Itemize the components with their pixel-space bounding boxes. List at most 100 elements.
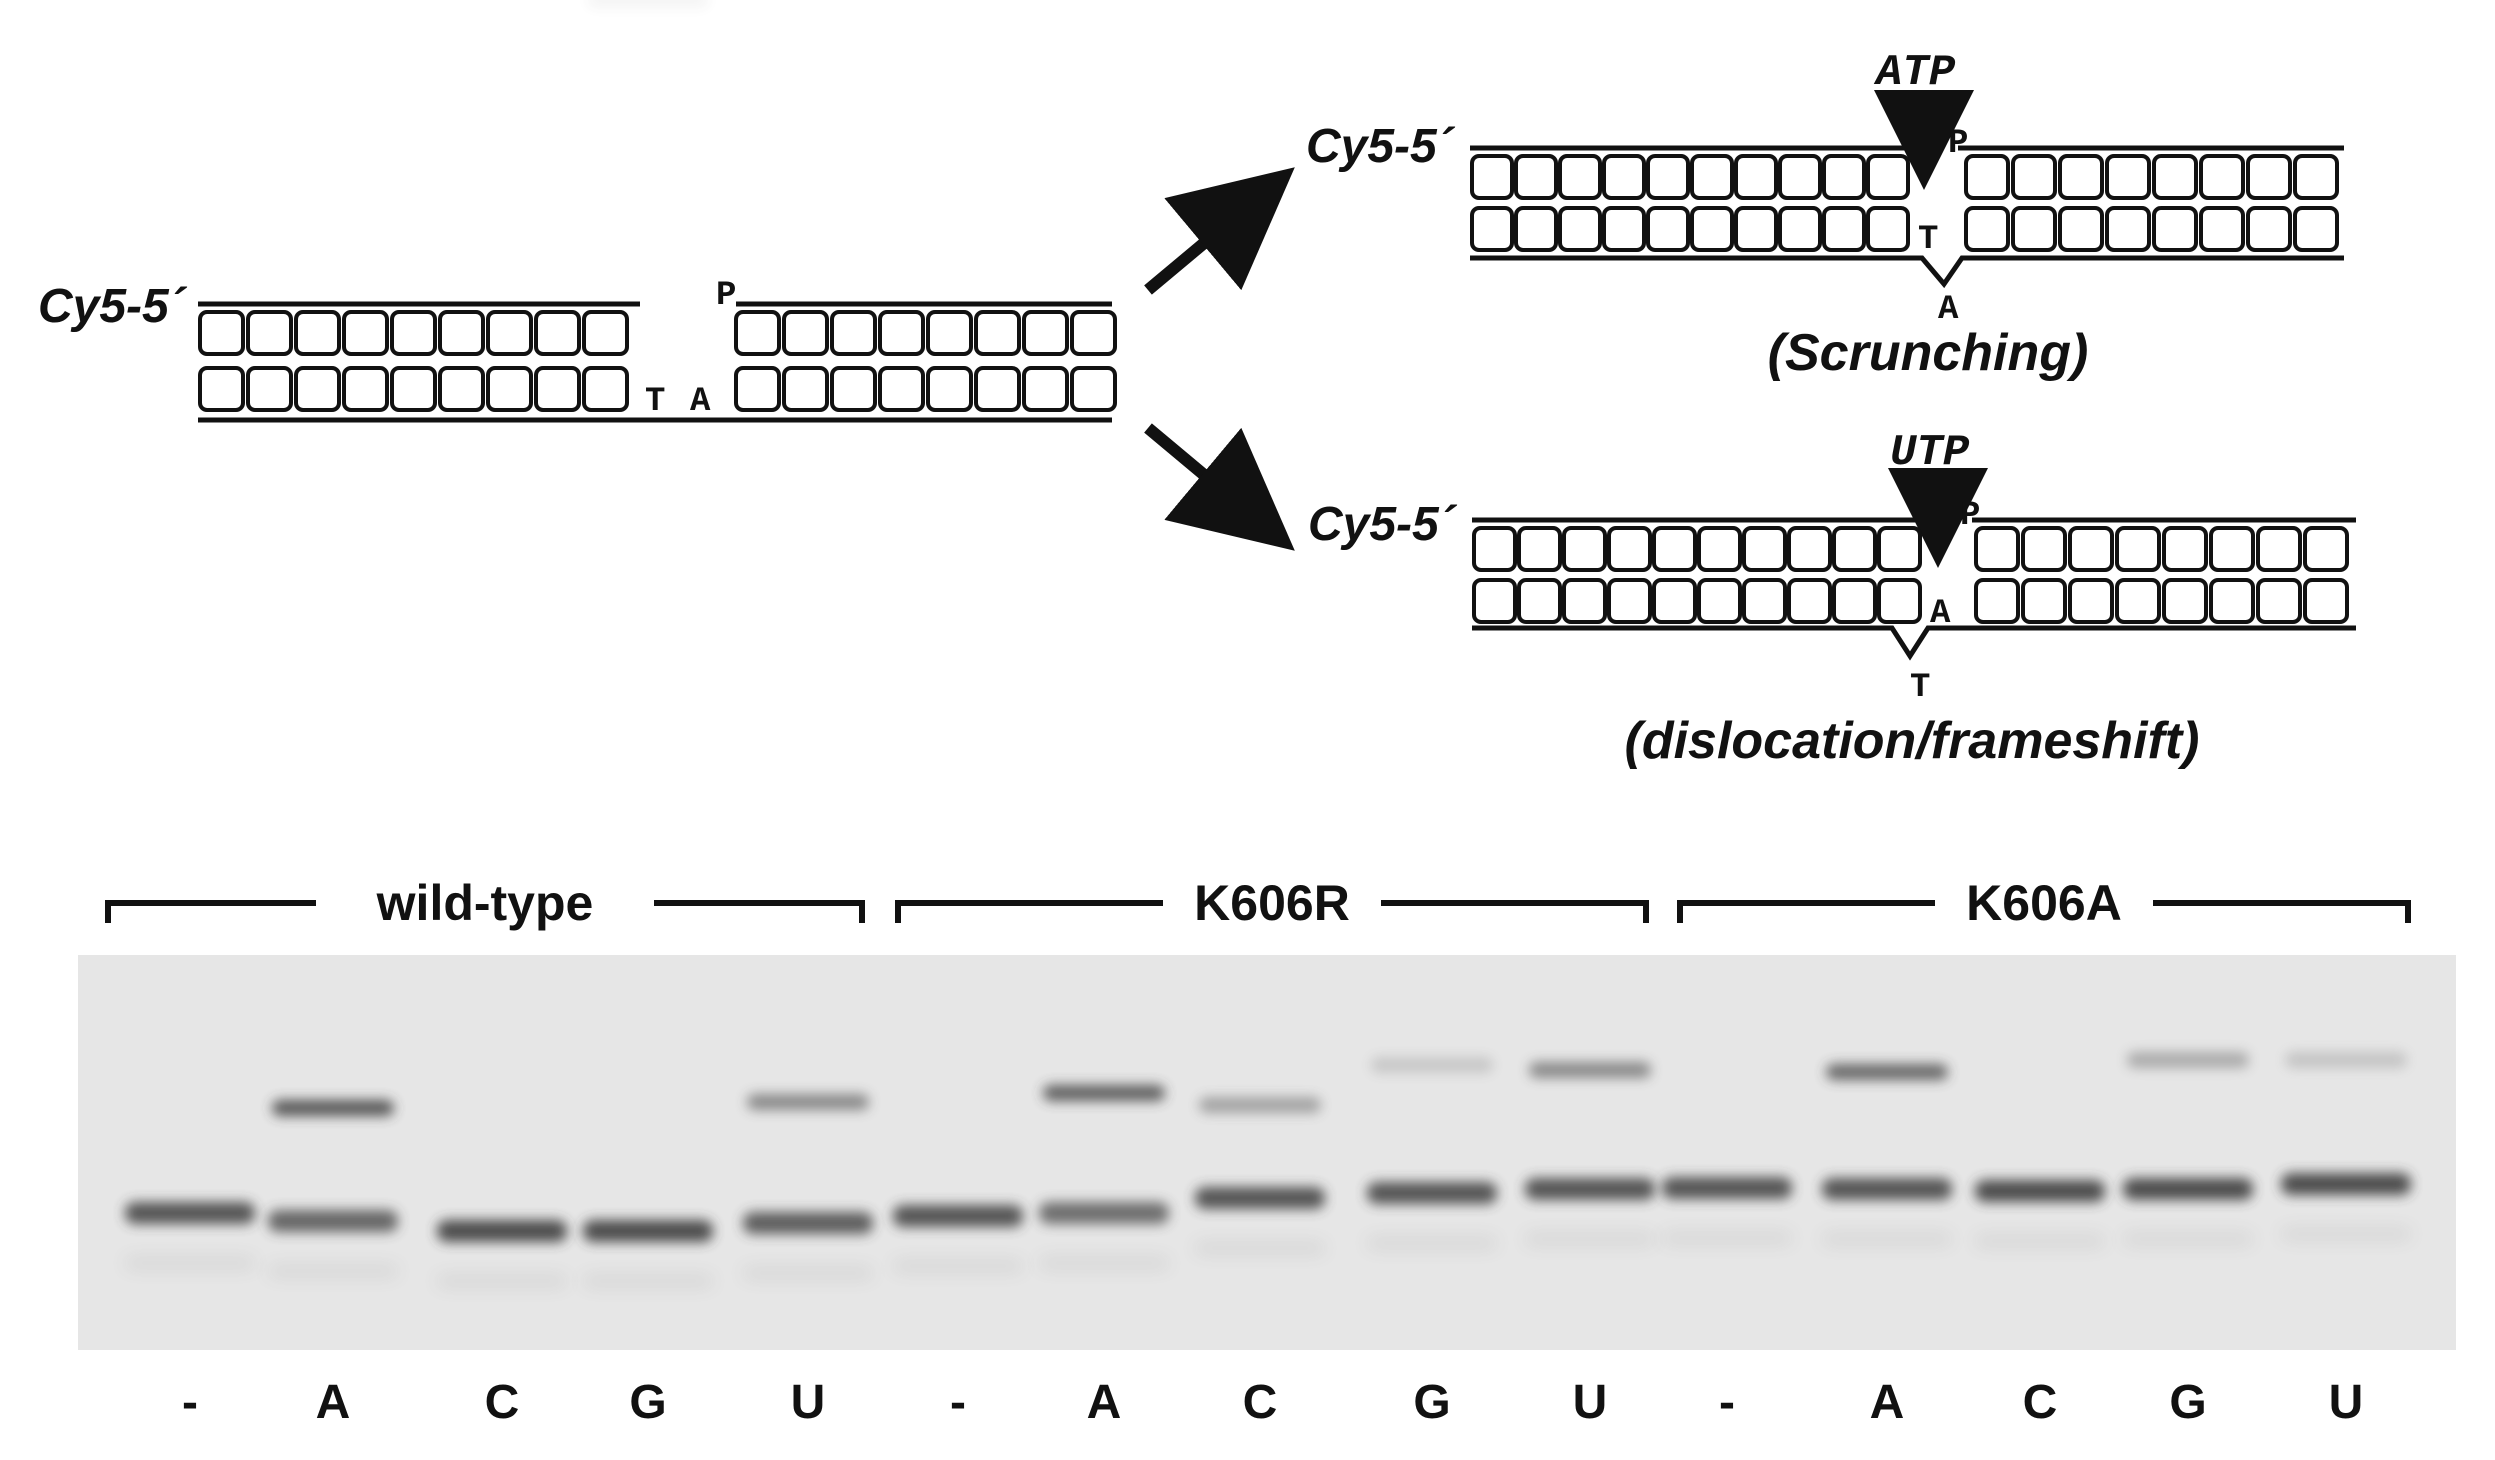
lane-label: C (2023, 1376, 2058, 1429)
base-pair-box (1472, 578, 1517, 624)
base-pair-box (486, 366, 533, 412)
band-upper (587, 0, 709, 8)
base-pair-box (1974, 578, 2020, 624)
base-pair-box (1652, 578, 1697, 624)
base-pair-box (2162, 578, 2208, 624)
base-pair-box (1974, 526, 2020, 572)
base-pair-box (1562, 526, 1607, 572)
base-pair-box (2115, 578, 2161, 624)
base-pair-box (1778, 154, 1822, 200)
band-main (743, 1212, 873, 1234)
base-pair-box (1832, 526, 1877, 572)
substrate-phosphate-label: P (716, 277, 736, 315)
base-pair-box (438, 310, 485, 356)
band-main (125, 1202, 255, 1224)
base-pair-box (2152, 154, 2198, 200)
substrate-duplex: Cy5-5´ P T A (38, 277, 1117, 423)
scrunching-downstream-template-boxes (1964, 206, 2339, 252)
dislocation-downstream-template-boxes (1974, 578, 2349, 624)
base-pair-box (974, 366, 1021, 412)
dislocation-duplex: Cy5-5´ UTP P A T (dislocation/frameshift… (1308, 428, 2356, 770)
base-pair-box (1022, 310, 1069, 356)
band-lower-faint (893, 1261, 1023, 1271)
band-main (1662, 1177, 1792, 1199)
dislocation-phosphate-label: P (1960, 497, 1980, 535)
base-pair-box (582, 310, 629, 356)
band-lower-faint (125, 1258, 255, 1268)
base-pair-box (2246, 154, 2292, 200)
arrow-to-dislocation (1144, 423, 1295, 551)
band-lower-faint (1367, 1238, 1497, 1248)
band-main (2281, 1173, 2411, 1195)
band-upper (2285, 1052, 2407, 1068)
base-pair-box (2303, 578, 2349, 624)
substrate-template-boxes (198, 366, 629, 412)
base-pair-box (1602, 206, 1646, 252)
arrow-to-scrunching (1144, 167, 1295, 295)
base-pair-box (2209, 578, 2255, 624)
base-pair-box (1742, 526, 1787, 572)
base-pair-box (2021, 526, 2067, 572)
bracket-right (2153, 900, 2411, 923)
base-pair-box (2068, 578, 2114, 624)
band-lower-faint (1662, 1233, 1792, 1243)
lane-label: - (182, 1376, 198, 1429)
base-pair-box (1734, 206, 1778, 252)
base-pair-box (2011, 206, 2057, 252)
dislocation-caption: (dislocation/frameshift) (1625, 712, 2200, 770)
substrate-template-nt: T (645, 383, 665, 421)
band-main (1975, 1180, 2105, 1202)
base-pair-box (1787, 526, 1832, 572)
base-pair-box (582, 366, 629, 412)
base-pair-box (246, 310, 293, 356)
base-pair-box (1778, 206, 1822, 252)
base-pair-box (486, 310, 533, 356)
base-pair-box (1517, 578, 1562, 624)
base-pair-box (2058, 154, 2104, 200)
bracket-left (895, 900, 1163, 923)
bracket-right (1381, 900, 1649, 923)
band-upper (1199, 1097, 1321, 1113)
band-upper (1826, 1064, 1948, 1080)
base-pair-box (734, 310, 781, 356)
band-lower-faint (1039, 1258, 1169, 1268)
band-main (1039, 1202, 1169, 1224)
base-pair-box (1470, 154, 1514, 200)
scrunching-downstream-boxes (1964, 154, 2339, 200)
base-pair-box (1070, 366, 1117, 412)
base-pair-box (1832, 578, 1877, 624)
base-pair-box (2256, 526, 2302, 572)
dislocation-upstream-boxes (1472, 526, 1922, 572)
band-upper (2127, 1052, 2249, 1068)
lane-label: U (791, 1376, 826, 1429)
base-pair-box (2209, 526, 2255, 572)
lane-label: G (629, 1376, 666, 1429)
base-pair-box (830, 310, 877, 356)
base-pair-box (534, 366, 581, 412)
base-pair-box (974, 310, 1021, 356)
base-pair-box (1646, 206, 1690, 252)
band-upper (747, 1094, 869, 1110)
base-pair-box (1866, 154, 1910, 200)
base-pair-box (2068, 526, 2114, 572)
base-pair-box (1472, 526, 1517, 572)
lane-label: C (1243, 1376, 1278, 1429)
band-lower-faint (437, 1276, 567, 1286)
base-pair-box (1964, 154, 2010, 200)
band-upper (272, 1100, 394, 1116)
base-pair-box (1964, 206, 2010, 252)
base-pair-box (2011, 154, 2057, 200)
base-pair-box (1607, 578, 1652, 624)
base-pair-box (2152, 206, 2198, 252)
bracket-left (1677, 900, 1935, 923)
base-pair-box (1822, 154, 1866, 200)
band-upper (1529, 1062, 1651, 1078)
base-pair-box (2105, 206, 2151, 252)
base-pair-box (2256, 578, 2302, 624)
base-pair-box (1558, 206, 1602, 252)
band-lower-faint (743, 1268, 873, 1278)
base-pair-box (1514, 206, 1558, 252)
band-main (1525, 1178, 1655, 1200)
